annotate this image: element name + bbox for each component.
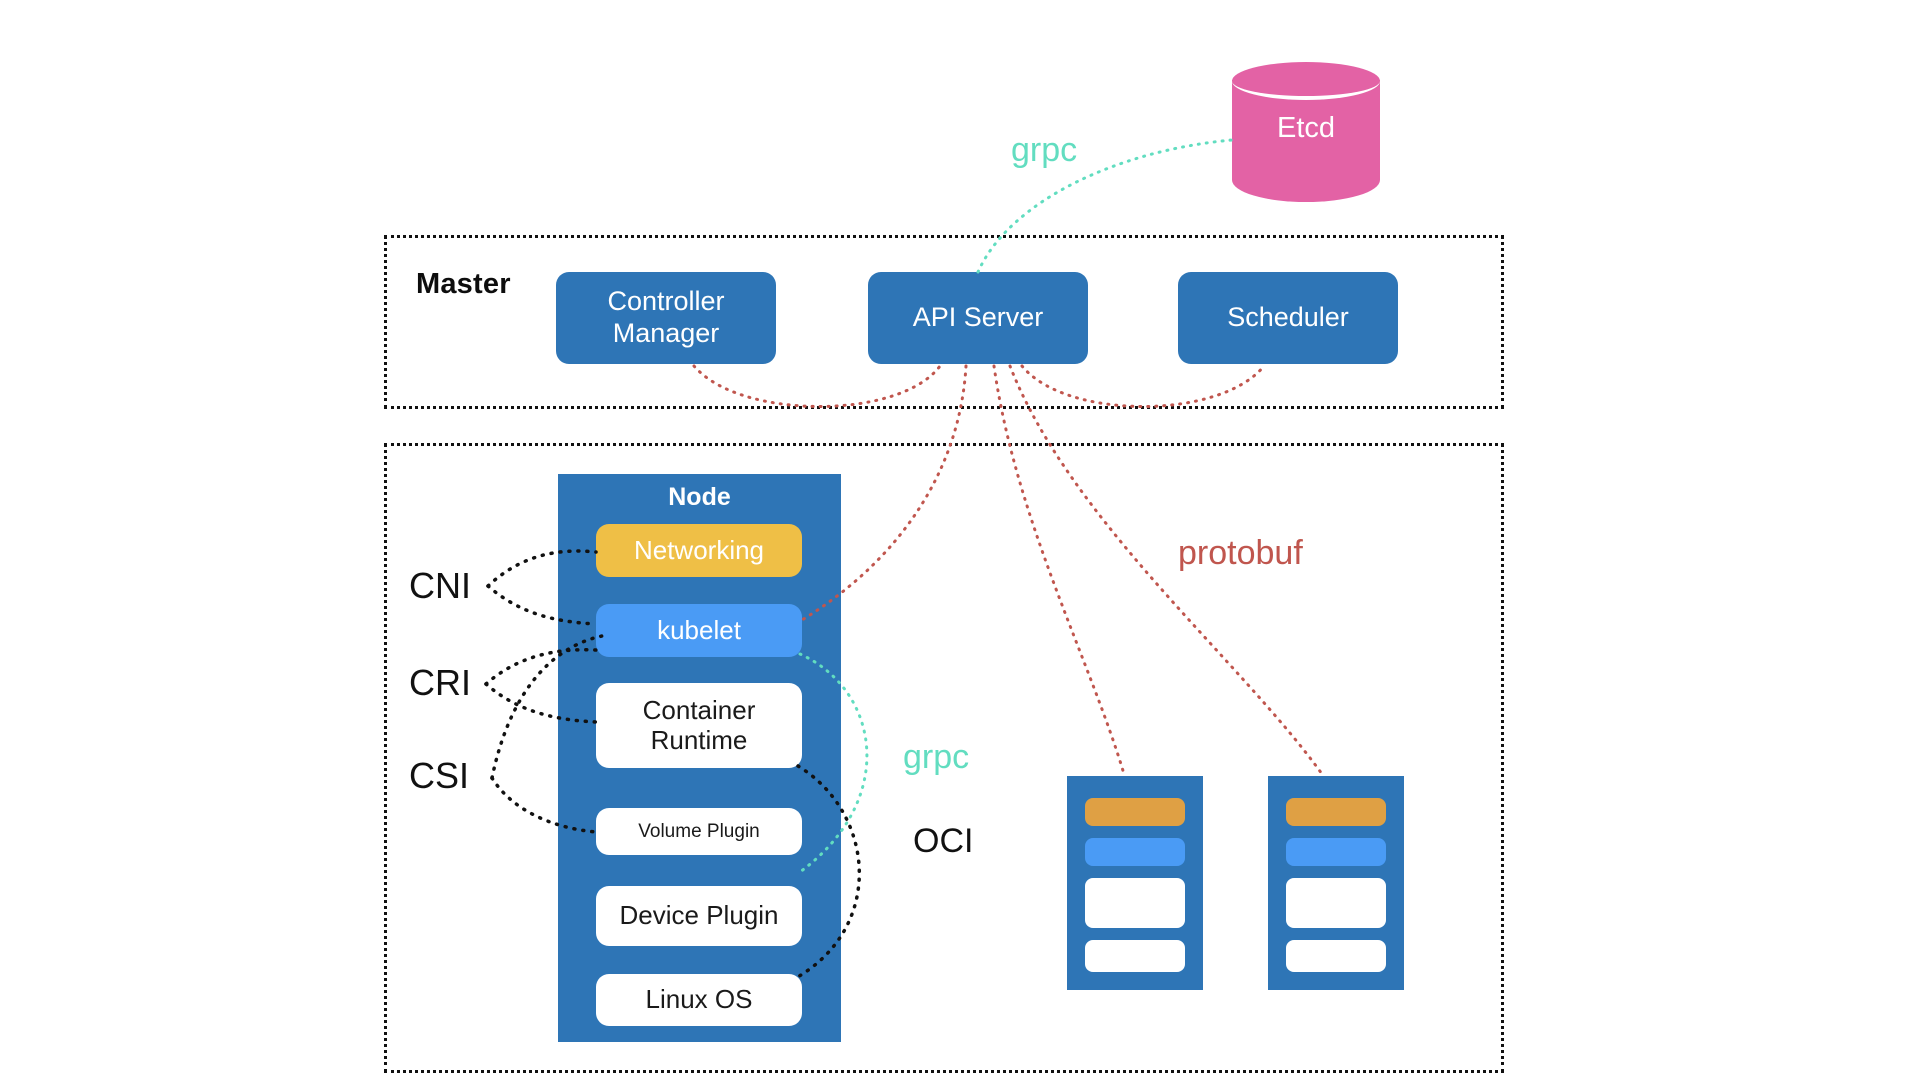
node-item-volume-plugin[interactable]: Volume Plugin <box>596 808 802 855</box>
etcd-label: Etcd <box>1276 112 1336 144</box>
node-item-networking[interactable]: Networking <box>596 524 802 577</box>
interface-label-cni: CNI <box>409 565 471 606</box>
pod-layer-container-large <box>1286 878 1386 928</box>
node-item-container-runtime[interactable]: Container Runtime <box>596 683 802 768</box>
pod-stack[interactable] <box>1268 776 1404 990</box>
master-component-api-server[interactable]: API Server <box>868 272 1088 364</box>
protocol-label-protobuf: protobuf <box>1178 534 1303 572</box>
protocol-label-oci: OCI <box>913 822 974 860</box>
etcd-cylinder-body <box>1232 80 1380 202</box>
master-group-title: Master <box>416 268 511 300</box>
etcd-cylinder-top <box>1232 62 1380 100</box>
interface-label-csi: CSI <box>409 755 470 796</box>
pod-layer-kubelet <box>1085 838 1185 866</box>
pod-layer-kubelet <box>1286 838 1386 866</box>
node-item-linux-os[interactable]: Linux OS <box>596 974 802 1026</box>
protocol-label-grpc-etcd: grpc <box>1011 131 1078 169</box>
interface-label-cri: CRI <box>409 662 471 703</box>
protocol-label-grpc-device-plugin: grpc <box>903 738 970 776</box>
container-runtime-label: Container Runtime <box>642 694 756 755</box>
node-item-kubelet[interactable]: kubelet <box>596 604 802 657</box>
pod-layer-container-small <box>1286 940 1386 972</box>
pod-layer-networking <box>1085 798 1185 826</box>
master-component-controller-manager[interactable]: Controller Manager <box>556 272 776 364</box>
scheduler-label: Scheduler <box>1227 302 1349 333</box>
api-server-label: API Server <box>912 302 1044 333</box>
pod-layer-container-small <box>1085 940 1185 972</box>
pod-stack[interactable] <box>1067 776 1203 990</box>
pod-layer-container-large <box>1085 878 1185 928</box>
controller-manager-label: Controller Manager <box>607 286 725 348</box>
master-component-scheduler[interactable]: Scheduler <box>1178 272 1398 364</box>
pod-layer-networking <box>1286 798 1386 826</box>
node-item-device-plugin[interactable]: Device Plugin <box>596 886 802 946</box>
etcd-cylinder[interactable]: Etcd <box>1232 62 1380 202</box>
node-title: Node <box>668 483 731 511</box>
